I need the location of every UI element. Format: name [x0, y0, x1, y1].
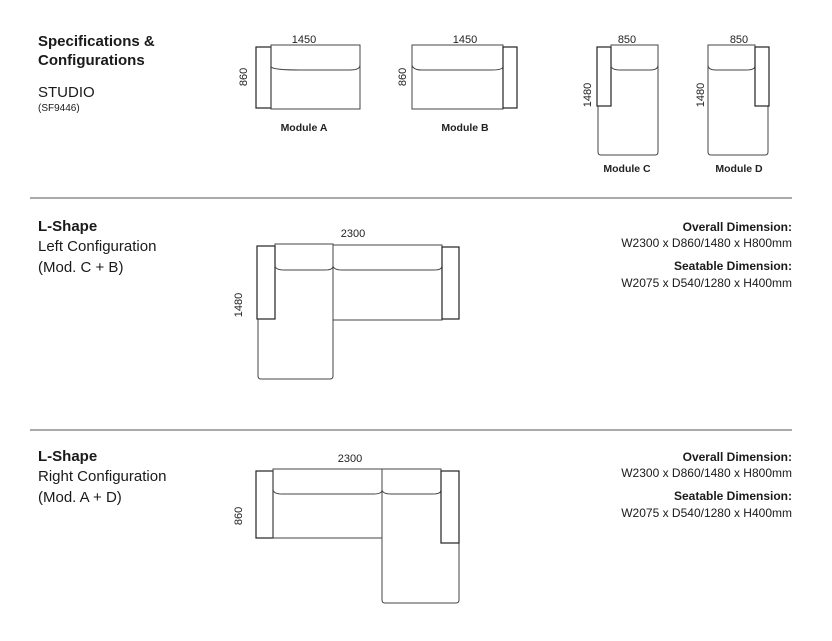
config-left-overall-value: W2300 x D860/1480 x H800mm [621, 236, 792, 250]
product-name: STUDIO [38, 84, 95, 101]
module-d-drawing [707, 44, 770, 156]
config-right-modules: (Mod. A + D) [38, 489, 122, 506]
page-title-line2: Configurations [38, 52, 145, 69]
config-left-seatable-value: W2075 x D540/1280 x H400mm [621, 276, 792, 290]
module-d-width: 850 [730, 34, 748, 46]
config-right-overall-label: Overall Dimension: [682, 450, 792, 464]
config-right-overall-value: W2300 x D860/1480 x H800mm [621, 466, 792, 480]
page-title-line1: Specifications & [38, 33, 155, 50]
product-code: (SF9446) [38, 103, 80, 114]
config-left-overall-label: Overall Dimension: [682, 220, 792, 234]
config-left-depth: 1480 [233, 293, 245, 317]
config-right-drawing [255, 468, 460, 604]
config-right-width: 2300 [338, 453, 362, 465]
config-left-width: 2300 [341, 228, 365, 240]
config-left-title: L-Shape [38, 218, 98, 235]
config-right-subtitle: Right Configuration [38, 468, 167, 485]
config-left-drawing [256, 243, 460, 380]
module-a-width: 1450 [292, 34, 316, 46]
module-b-width: 1450 [453, 34, 477, 46]
module-d-label: Module D [715, 163, 763, 175]
config-left-subtitle: Left Configuration [38, 238, 157, 255]
config-right-title: L-Shape [38, 448, 98, 465]
module-a-drawing [255, 44, 361, 110]
config-left-seatable-label: Seatable Dimension: [673, 259, 792, 273]
module-a-label: Module A [281, 122, 328, 134]
module-b-depth: 860 [397, 68, 409, 86]
module-a-depth: 860 [238, 68, 250, 86]
config-right-seatable-value: W2075 x D540/1280 x H400mm [621, 506, 792, 520]
module-c-width: 850 [618, 34, 636, 46]
config-right-depth: 860 [233, 507, 245, 525]
module-c-depth: 1480 [582, 83, 594, 107]
module-c-drawing [596, 44, 659, 156]
module-b-label: Module B [441, 122, 489, 134]
module-c-label: Module C [603, 163, 651, 175]
config-right-seatable-label: Seatable Dimension: [673, 489, 792, 503]
module-b-drawing [411, 44, 518, 110]
config-left-modules: (Mod. C + B) [38, 259, 124, 276]
module-d-depth: 1480 [695, 83, 707, 107]
